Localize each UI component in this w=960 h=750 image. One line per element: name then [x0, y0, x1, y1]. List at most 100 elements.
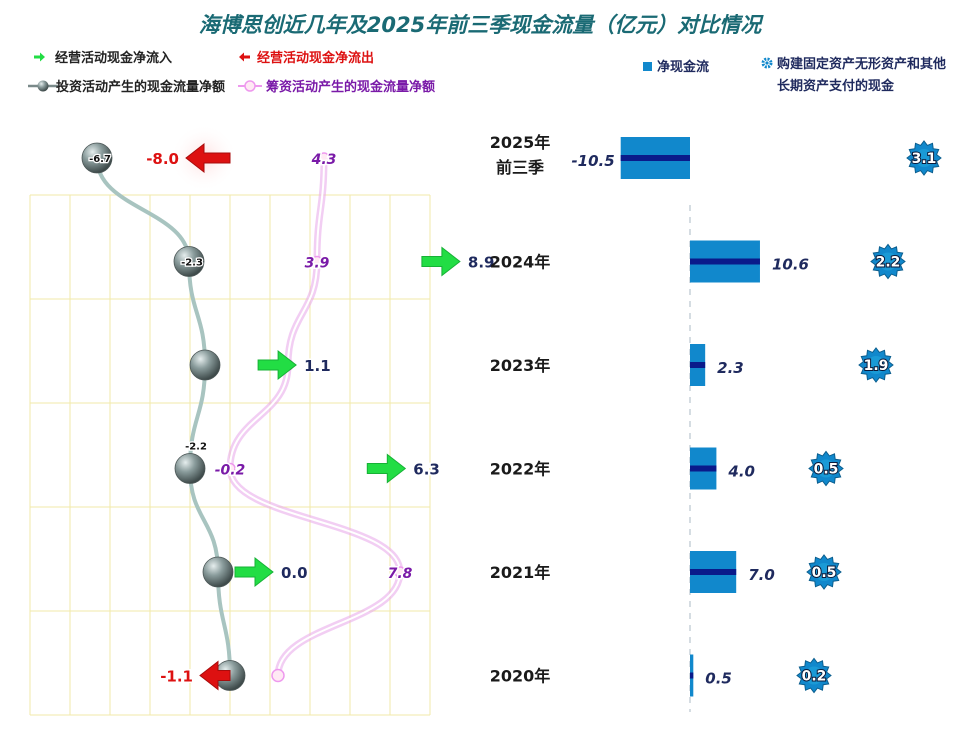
sphere-icon — [174, 453, 206, 484]
capex-marker: 3.1 — [906, 140, 942, 176]
capex-value-label: 1.9 — [864, 358, 889, 374]
legend-capex-label-line2: 长期资产支付的现金 — [777, 78, 895, 94]
investing-series: -6.7 -2.3 -2.2 — [81, 142, 246, 691]
capex-marker: 2.2 — [870, 243, 906, 280]
capex-value-label: 0.5 — [812, 565, 837, 581]
netflow-value-label: 4.0 — [727, 463, 755, 481]
legend-right: 净现金流 购建固定资产无形资产和其他 长期资产支付的现金 — [643, 56, 946, 94]
legend-inflow-label: 经营活动现金净流入 — [55, 50, 172, 66]
financing-curve-halo — [226, 154, 404, 679]
gear-hub — [915, 149, 933, 167]
capex-value-label: 2.2 — [876, 255, 901, 271]
legend-netflow: 净现金流 — [643, 59, 709, 75]
legend-capex-label-line1: 购建固定资产无形资产和其他 — [777, 56, 946, 72]
capex-value-label: 3.1 — [912, 151, 937, 167]
inflow-arrow: 6.3 — [366, 453, 441, 484]
outflow-arrow: -8.0 — [145, 124, 238, 192]
category-label: 前三季 — [496, 158, 545, 177]
chart-title: 海博思创近几年及2025年前三季现金流量（亿元）对比情况 — [199, 13, 764, 37]
square-icon — [643, 62, 652, 71]
netflow-bar: 10.6 — [690, 240, 809, 283]
legend-outflow-label: 经营活动现金净流出 — [257, 50, 374, 66]
financing-point — [311, 255, 323, 268]
netflow-bar-core — [690, 672, 694, 679]
category-label: 2023年 — [490, 356, 551, 375]
investing-value-label: -6.7 — [89, 154, 111, 165]
operating-value-label: -1.1 — [160, 668, 193, 686]
capex-markers: 3.1 2.2 1.9 0.5 0.5 0.2 — [796, 140, 942, 694]
inflow-arrow: 8.9 — [421, 246, 496, 277]
operating-value-label: 1.1 — [304, 357, 331, 375]
legend-netflow-label: 净现金流 — [657, 59, 709, 75]
netflow-value-label: 0.5 — [705, 670, 732, 688]
financing-value-label: -0.2 — [215, 463, 246, 479]
gear-hub — [805, 666, 823, 685]
netflow-bars: -10.5 10.6 2.3 4.0 7.0 0.5 — [571, 137, 809, 712]
netflow-value-label: 10.6 — [772, 256, 809, 274]
investing-sphere: -6.7 — [81, 142, 113, 174]
netflow-bar: 7.0 — [690, 551, 775, 593]
netflow-value-label: -10.5 — [571, 152, 614, 170]
legend-investing: 投资活动产生的现金流量净额 — [28, 79, 225, 95]
financing-point — [224, 462, 236, 475]
netflow-bar-core — [690, 569, 737, 575]
financing-point — [271, 668, 285, 683]
investing-sphere: -2.2 — [174, 440, 208, 484]
netflow-bar-core — [690, 362, 706, 368]
ring-icon — [238, 80, 262, 92]
netflow-bar-core — [620, 155, 690, 161]
netflow-bar: -10.5 — [571, 137, 690, 179]
gear-hub — [879, 252, 897, 271]
operating-value-label: -8.0 — [146, 150, 179, 168]
legend-financing: 筹资活动产生的现金流量净额 — [238, 79, 435, 95]
netflow-value-label: 2.3 — [717, 359, 744, 377]
inflow-arrow-shape — [366, 453, 407, 484]
capex-marker: 0.2 — [796, 657, 832, 694]
inflow-arrow-shape — [257, 349, 297, 381]
netflow-bar-core — [690, 258, 760, 265]
inflow-arrow-shape — [421, 246, 461, 277]
inflow-arrow-icon — [34, 52, 45, 62]
capex-value-label: 0.5 — [814, 462, 839, 478]
investing-sphere: -2.3 — [173, 246, 205, 277]
investing-value-label: -2.2 — [185, 442, 207, 453]
gear-hub — [867, 356, 885, 374]
legend-inflow: 经营活动现金净流入 — [34, 50, 172, 66]
outflow-arrow: -1.1 — [159, 660, 231, 691]
capex-marker: 1.9 — [858, 347, 894, 383]
category-label: 2025年 — [490, 133, 551, 152]
operating-value-label: 0.0 — [281, 564, 308, 582]
investing-curve — [95, 156, 232, 678]
operating-series: -8.0 8.9 1.1 6.3 0.0 -1.1 — [145, 124, 496, 691]
investing-sphere — [202, 556, 234, 588]
category-label: 2024年 — [490, 253, 551, 272]
gear-icon — [761, 57, 773, 69]
inflow-arrow: 0.0 — [234, 556, 309, 588]
financing-value-label: 7.8 — [388, 566, 413, 582]
legend-capex: 购建固定资产无形资产和其他 长期资产支付的现金 — [761, 56, 946, 94]
financing-value-label: 4.3 — [311, 152, 337, 168]
financing-series: 4.33.9-0.27.8 — [213, 151, 414, 683]
outflow-arrow-shape — [185, 142, 231, 174]
gear-hub — [817, 459, 835, 478]
netflow-bar: 4.0 — [690, 447, 755, 490]
outflow-arrow-shape — [199, 660, 231, 691]
operating-value-label: 6.3 — [413, 461, 440, 479]
financing-point — [394, 566, 406, 578]
sphere-icon — [173, 246, 205, 277]
category-label: 2022年 — [490, 460, 551, 479]
investing-sphere — [189, 349, 221, 381]
category-label: 2020年 — [490, 667, 551, 686]
inflow-arrow: 1.1 — [257, 349, 332, 381]
capex-marker: 0.5 — [806, 554, 842, 590]
legend-financing-label: 筹资活动产生的现金流量净额 — [266, 79, 435, 95]
capex-marker: 0.5 — [808, 450, 844, 487]
sphere-icon — [202, 556, 234, 588]
sphere-icon — [189, 349, 221, 381]
netflow-bar-core — [690, 465, 717, 472]
netflow-value-label: 7.0 — [748, 566, 775, 584]
legend-investing-label: 投资活动产生的现金流量净额 — [56, 79, 225, 95]
capex-value-label: 0.2 — [802, 669, 827, 685]
